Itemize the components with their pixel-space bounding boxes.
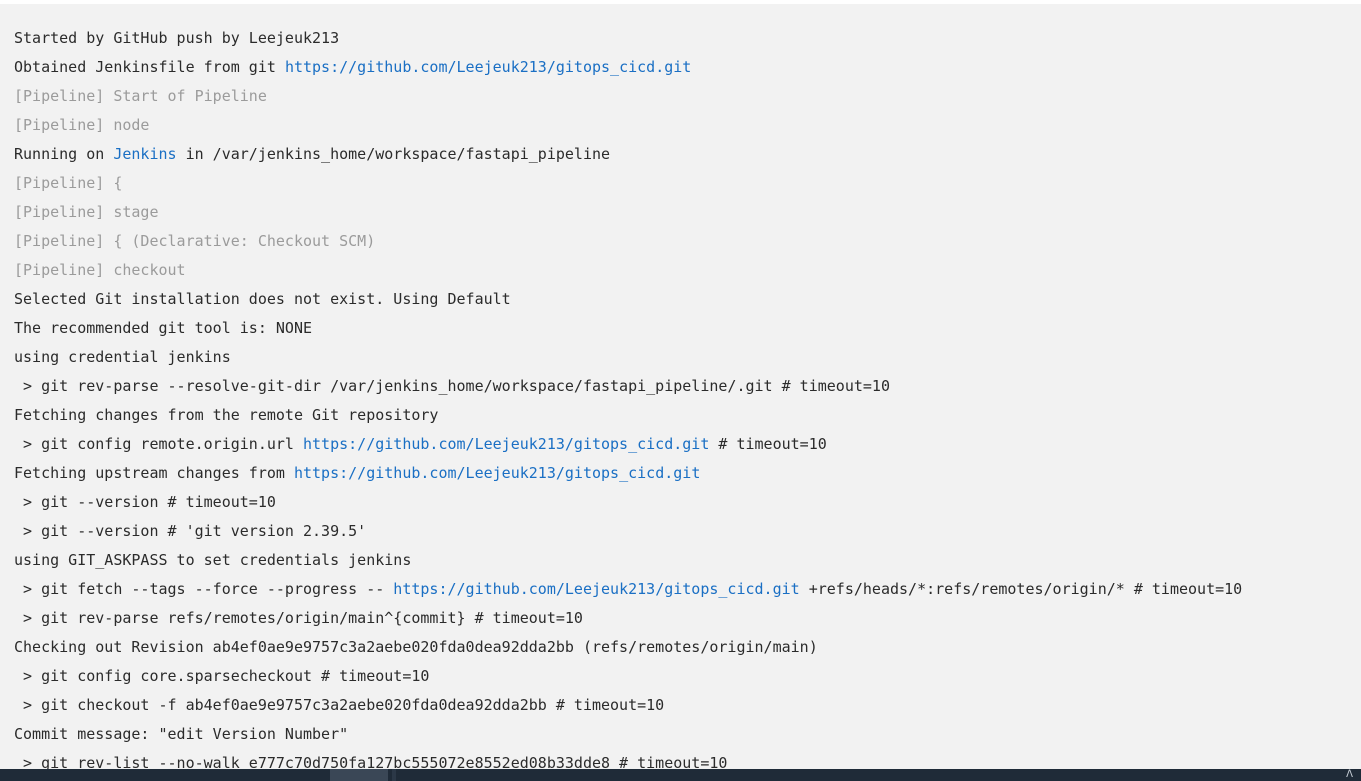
taskbar-app-indicator <box>392 769 396 781</box>
console-line: Commit message: "edit Version Number" <box>14 720 1361 749</box>
console-line: > git rev-parse refs/remotes/origin/main… <box>14 604 1361 633</box>
pipeline-step-text: [Pipeline] Start of Pipeline <box>14 87 267 105</box>
console-text: > git fetch --tags --force --progress -- <box>14 580 394 598</box>
console-text: > git rev-list --no-walk e777c70d750fa12… <box>14 754 728 769</box>
console-text: +refs/heads/*:refs/remotes/origin/* # ti… <box>799 580 1243 598</box>
console-text: Fetching changes from the remote Git rep… <box>14 406 439 424</box>
pipeline-step-text: [Pipeline] { <box>14 174 123 192</box>
console-link[interactable]: https://github.com/Leejeuk213/gitops_cic… <box>284 58 692 76</box>
console-line: [Pipeline] node <box>14 111 1361 140</box>
console-text: using GIT_ASKPASS to set credentials jen… <box>14 551 412 569</box>
console-line: Fetching changes from the remote Git rep… <box>14 401 1361 430</box>
console-text: in /var/jenkins_home/workspace/fastapi_p… <box>176 145 611 163</box>
console-link[interactable]: https://github.com/Leejeuk213/gitops_cic… <box>293 464 701 482</box>
console-text: > git checkout -f ab4ef0ae9e9757c3a2aebe… <box>14 696 665 714</box>
console-text: using credential jenkins <box>14 348 231 366</box>
console-line: Fetching upstream changes from https://g… <box>14 459 1361 488</box>
console-line: Obtained Jenkinsfile from git https://gi… <box>14 53 1361 82</box>
console-line: > git checkout -f ab4ef0ae9e9757c3a2aebe… <box>14 691 1361 720</box>
console-text: Running on <box>14 145 114 163</box>
console-text: Obtained Jenkinsfile from git <box>14 58 285 76</box>
console-text: Commit message: "edit Version Number" <box>14 725 349 743</box>
console-line: [Pipeline] checkout <box>14 256 1361 285</box>
console-line: [Pipeline] { (Declarative: Checkout SCM) <box>14 227 1361 256</box>
console-line: The recommended git tool is: NONE <box>14 314 1361 343</box>
console-link[interactable]: https://github.com/Leejeuk213/gitops_cic… <box>393 580 800 598</box>
console-line: Checking out Revision ab4ef0ae9e9757c3a2… <box>14 633 1361 662</box>
tray-icon[interactable]: ᐱ <box>1346 769 1353 780</box>
console-line: > git --version # 'git version 2.39.5' <box>14 517 1361 546</box>
console-text: The recommended git tool is: NONE <box>14 319 313 337</box>
console-line: Running on Jenkins in /var/jenkins_home/… <box>14 140 1361 169</box>
console-text: > git --version # timeout=10 <box>14 493 276 511</box>
console-text: > git config core.sparsecheckout # timeo… <box>14 667 430 685</box>
console-line: using credential jenkins <box>14 343 1361 372</box>
console-line: [Pipeline] { <box>14 169 1361 198</box>
console-line: > git config remote.origin.url https://g… <box>14 430 1361 459</box>
console-line: > git rev-parse --resolve-git-dir /var/j… <box>14 372 1361 401</box>
console-text: > git rev-parse --resolve-git-dir /var/j… <box>14 377 890 395</box>
console-line: Started by GitHub push by Leejeuk213 <box>14 24 1361 53</box>
console-line: using GIT_ASKPASS to set credentials jen… <box>14 546 1361 575</box>
console-line: > git rev-list --no-walk e777c70d750fa12… <box>14 749 1361 769</box>
pipeline-step-text: [Pipeline] node <box>14 116 150 134</box>
taskbar: ᐱ <box>0 769 1361 781</box>
pipeline-step-text: [Pipeline] stage <box>14 203 159 221</box>
console-line: [Pipeline] Start of Pipeline <box>14 82 1361 111</box>
console-line: Selected Git installation does not exist… <box>14 285 1361 314</box>
console-line: [Pipeline] stage <box>14 198 1361 227</box>
console-text: Selected Git installation does not exist… <box>14 290 511 308</box>
console-text: # timeout=10 <box>709 435 827 453</box>
console-text: > git config remote.origin.url <box>14 435 303 453</box>
console-link[interactable]: Jenkins <box>113 145 177 163</box>
console-line: > git fetch --tags --force --progress --… <box>14 575 1361 604</box>
pipeline-step-text: [Pipeline] { (Declarative: Checkout SCM) <box>14 232 376 250</box>
console-text: Fetching upstream changes from <box>14 464 294 482</box>
taskbar-app-button[interactable] <box>330 769 388 781</box>
console-text: Checking out Revision ab4ef0ae9e9757c3a2… <box>14 638 818 656</box>
console-text: > git rev-parse refs/remotes/origin/main… <box>14 609 583 627</box>
console-line: > git --version # timeout=10 <box>14 488 1361 517</box>
console-link[interactable]: https://github.com/Leejeuk213/gitops_cic… <box>302 435 710 453</box>
console-text: Started by GitHub push by Leejeuk213 <box>14 29 340 47</box>
console-text: > git --version # 'git version 2.39.5' <box>14 522 367 540</box>
console-line: > git config core.sparsecheckout # timeo… <box>14 662 1361 691</box>
pipeline-step-text: [Pipeline] checkout <box>14 261 186 279</box>
